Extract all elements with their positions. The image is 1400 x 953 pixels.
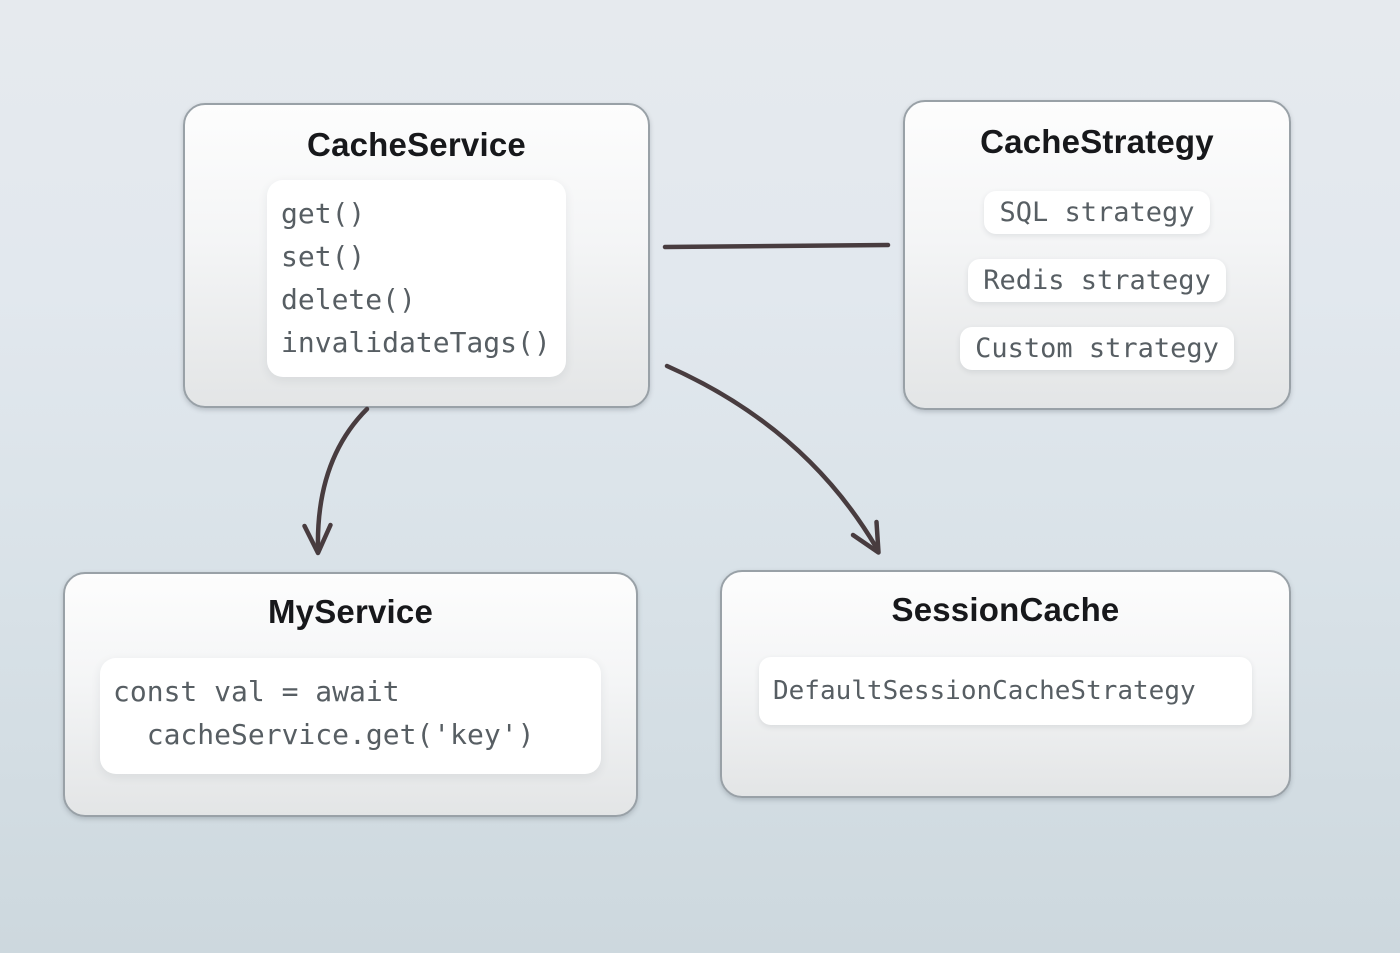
node-my-service: MyService const val = await cacheService… bbox=[63, 572, 638, 817]
node-cache-service: CacheService get() set() delete() invali… bbox=[183, 103, 650, 408]
edge-cacheservice-to-sessioncache-arrow bbox=[664, 363, 879, 550]
edge-cacheservice-to-cachestrategy-line bbox=[662, 242, 891, 250]
node-title-my-service: MyService bbox=[267, 593, 434, 630]
pill-redis-strategy: Redis strategy bbox=[968, 259, 1226, 302]
pill-default-session-cache-strategy: DefaultSessionCacheStrategy bbox=[759, 657, 1252, 725]
code-line-1: const val = await bbox=[113, 675, 400, 708]
node-title-cache-strategy: CacheStrategy bbox=[980, 123, 1214, 160]
strategy-pill-stack: SQL strategy Redis strategy Custom strat… bbox=[960, 191, 1234, 370]
pill-sql-strategy: SQL strategy bbox=[984, 191, 1210, 234]
node-title-cache-service: CacheService bbox=[307, 126, 526, 163]
code-line-2: cacheService.get('key') bbox=[113, 718, 535, 751]
cache-service-methods-card: get() set() delete() invalidateTags() bbox=[267, 180, 566, 377]
my-service-code-card: const val = await cacheService.get('key'… bbox=[100, 658, 601, 774]
method-invalidate-tags: invalidateTags() bbox=[281, 326, 551, 359]
node-title-session-cache: SessionCache bbox=[891, 591, 1120, 628]
arrowhead-myservice bbox=[302, 522, 333, 556]
arrowhead-sessioncache bbox=[850, 519, 881, 555]
method-set: set() bbox=[281, 240, 366, 273]
edge-cacheservice-to-myservice-arrow bbox=[315, 406, 370, 552]
node-cache-strategy: CacheStrategy SQL strategy Redis strateg… bbox=[903, 100, 1291, 410]
method-get: get() bbox=[281, 197, 366, 230]
method-delete: delete() bbox=[281, 283, 416, 316]
pill-custom-strategy: Custom strategy bbox=[960, 327, 1234, 370]
node-session-cache: SessionCache DefaultSessionCacheStrategy bbox=[720, 570, 1291, 798]
